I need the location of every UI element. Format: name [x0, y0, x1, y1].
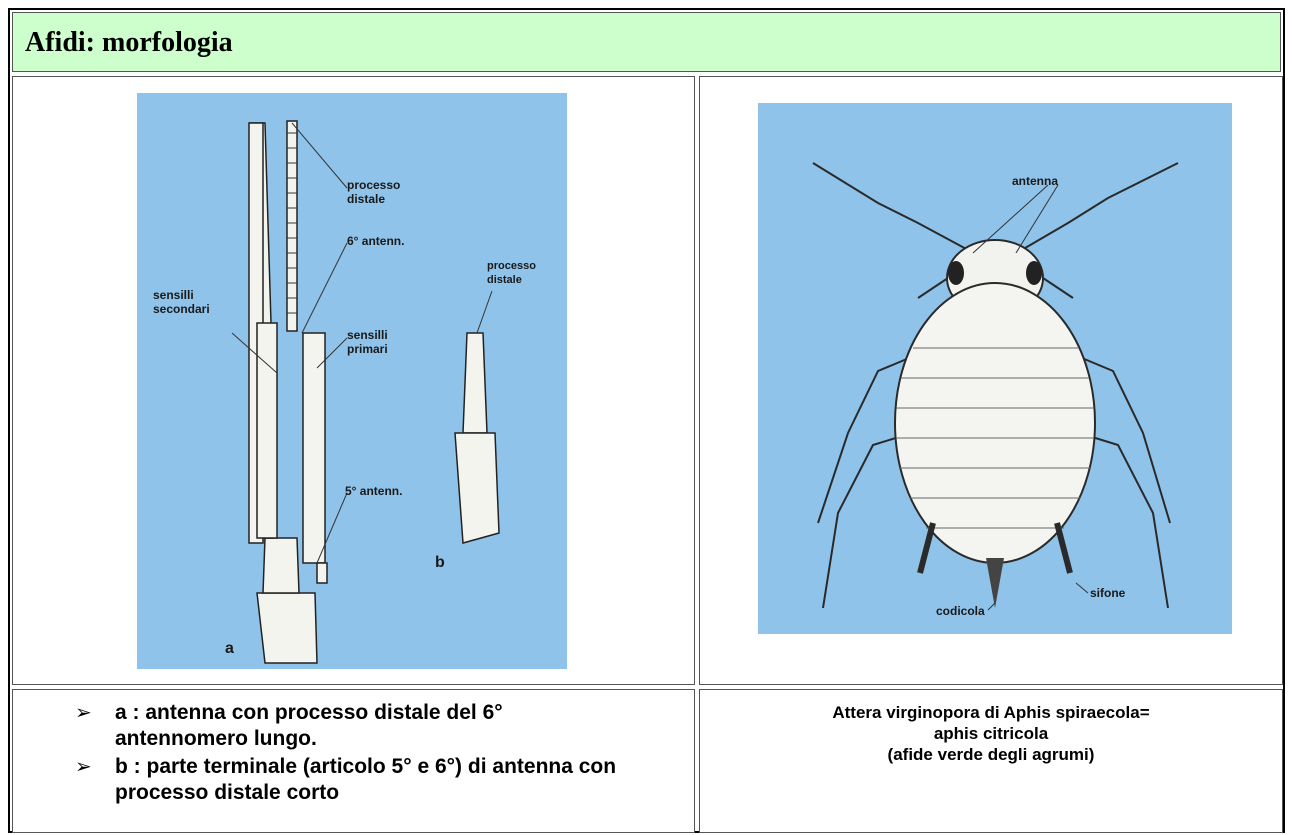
label-sesto-antenn: 6° antenn.: [347, 234, 404, 248]
label-processo-distale-1: processo: [347, 178, 400, 192]
label-processo-distale-b-1: processo: [487, 260, 536, 272]
label-quinto-antenn: 5° antenn.: [345, 484, 402, 498]
antenna-notes-list: ➢ a : antenna con processo distale del 6…: [75, 700, 635, 808]
caption-line-1: Attera virginopora di Aphis spiraecola=: [700, 702, 1282, 723]
aphid-figure-cell: antenna sifone codicola: [699, 76, 1283, 685]
caption-line-2: aphis citricola: [700, 723, 1282, 744]
aphid-illustration: antenna sifone codicola: [758, 103, 1232, 634]
list-item: ➢ b : parte terminale (articolo 5° e 6°)…: [75, 754, 635, 806]
antenna-drawing: processo distale 6° antenn. sensilli sec…: [137, 93, 567, 669]
list-item: ➢ a : antenna con processo distale del 6…: [75, 700, 635, 752]
page-frame: Afidi: morfologia: [8, 8, 1285, 833]
label-codicola: codicola: [936, 604, 985, 618]
label-processo-distale-b-2: distale: [487, 274, 522, 286]
label-sifone: sifone: [1090, 586, 1126, 600]
label-letter-a: a: [225, 640, 234, 657]
label-sensilli-primari-2: primari: [347, 342, 388, 356]
antenna-figure-cell: processo distale 6° antenn. sensilli sec…: [12, 76, 695, 685]
label-sensilli-secondari-1: sensilli: [153, 288, 194, 302]
arrow-bullet-icon: ➢: [75, 754, 92, 780]
label-sensilli-secondari-2: secondari: [153, 302, 210, 316]
page-title: Afidi: morfologia: [25, 27, 233, 59]
caption-line-3: (afide verde degli agrumi): [700, 744, 1282, 765]
aphid-caption: Attera virginopora di Aphis spiraecola= …: [700, 702, 1282, 765]
title-bar: Afidi: morfologia: [12, 12, 1281, 72]
note-b-text: b : parte terminale (articolo 5° e 6°) d…: [115, 755, 616, 804]
aphid-drawing: antenna sifone codicola: [758, 103, 1232, 634]
antenna-notes-cell: ➢ a : antenna con processo distale del 6…: [12, 689, 695, 833]
aphid-caption-cell: Attera virginopora di Aphis spiraecola= …: [699, 689, 1283, 833]
note-a-text: a : antenna con processo distale del 6° …: [115, 701, 503, 750]
label-antenna: antenna: [1012, 174, 1058, 188]
label-letter-b: b: [435, 554, 445, 571]
label-processo-distale-2: distale: [347, 192, 385, 206]
arrow-bullet-icon: ➢: [75, 700, 92, 726]
label-sensilli-primari-1: sensilli: [347, 328, 388, 342]
antenna-illustration: processo distale 6° antenn. sensilli sec…: [137, 93, 567, 669]
